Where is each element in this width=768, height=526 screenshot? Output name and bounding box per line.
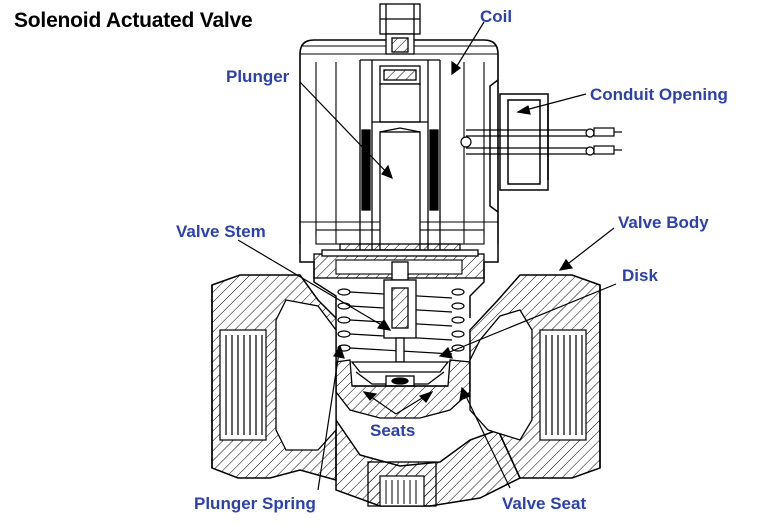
label-conduit-opening: Conduit Opening [590,85,728,104]
top-nut [379,3,421,55]
valve-body-left-cavity [275,299,337,451]
valve-body-right-cavity [469,309,533,441]
label-valve-body: Valve Body [618,213,709,232]
label-disk: Disk [622,266,658,285]
label-coil: Coil [480,7,512,26]
leader-lines [237,21,617,491]
diagram-title: Solenoid Actuated Valve [14,9,253,32]
pole-piece [321,243,479,257]
bottom-plug [367,461,437,507]
conduit-box [489,79,549,213]
lead-wires [460,127,622,156]
plunger [379,131,421,251]
valve-stem-assembly [350,261,450,387]
label-plunger: Plunger [226,67,290,86]
right-threads [539,329,587,441]
valve-body [211,274,601,507]
plunger-tube [359,59,441,251]
label-valve-stem: Valve Stem [176,222,266,241]
label-seats: Seats [370,421,415,440]
label-valve-seat: Valve Seat [502,494,586,513]
left-threads [219,329,267,441]
label-plunger-spring: Plunger Spring [194,494,316,513]
